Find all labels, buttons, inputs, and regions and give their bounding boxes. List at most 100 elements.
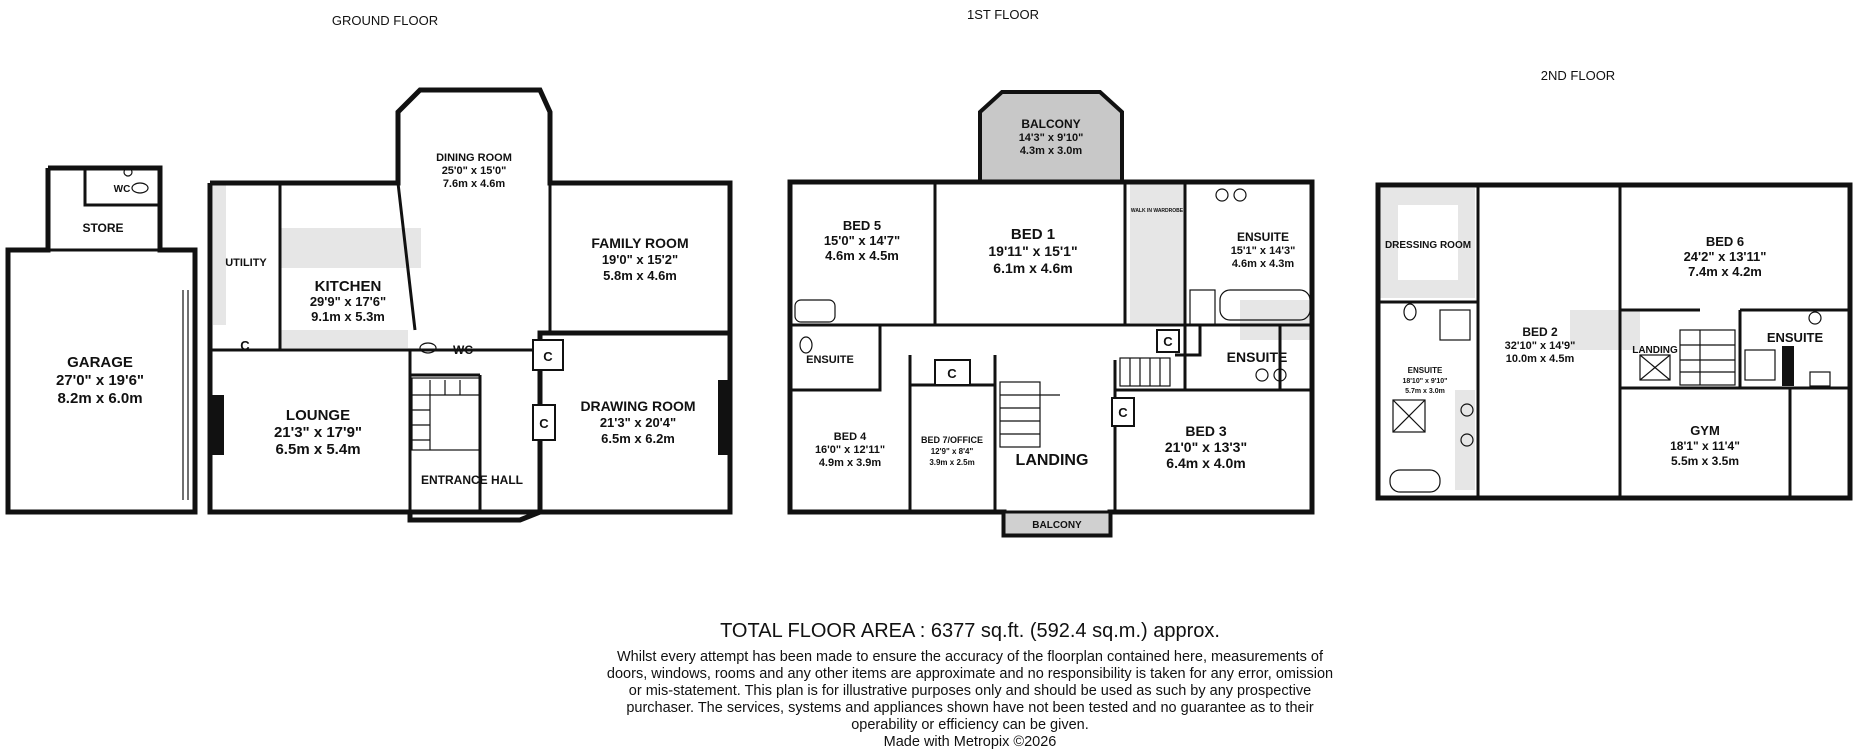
room-drawing-name: DRAWING ROOM [580,398,695,414]
room-bed2-metric: 10.0m x 4.5m [1506,353,1575,365]
room-garage-imperial: 27'0" x 19'6" [56,372,144,389]
room-family-imperial: 19'0" x 15'2" [602,252,678,267]
ensuite1-basin-icon [1215,188,1229,202]
store-wc-basin [123,167,133,177]
store-walls [48,168,160,252]
ensuite-shower-icon [1744,349,1776,381]
room-ensuite1-imperial: 15'1" x 14'3" [1231,245,1296,257]
room-dressing-name: DRESSING ROOM [1385,240,1471,251]
cupboard-label: C [1163,334,1173,349]
landing-stairs [999,381,1060,448]
room-kitchen-name: KITCHEN [315,278,382,295]
room-bed3-imperial: 21'0" x 13'3" [1165,439,1247,455]
ensuite3-basin-icon [1273,368,1287,382]
room-hall-name: ENTRANCE HALL [421,473,523,487]
room-walkin-name: WALK IN WARDROBE [1131,208,1184,214]
room-kitchen-metric: 9.1m x 5.3m [311,309,385,324]
ensuite-b2-toilet-icon [1403,303,1417,321]
bed3-stairs [1119,357,1171,387]
store-wc-toilet [131,182,149,194]
utility-worktop [213,185,226,325]
room-store-wc-name: WC [114,184,131,195]
room-dining-metric: 7.6m x 4.6m [443,178,506,190]
ensuite1-bath-icon [1219,289,1311,321]
room-ensuite-b5-name: ENSUITE [806,354,854,366]
cupboard-label: C [1118,405,1128,420]
room-bed5-metric: 4.6m x 4.5m [825,248,899,263]
room-bed1-metric: 6.1m x 4.6m [993,260,1072,276]
room-gym-metric: 5.5m x 3.5m [1671,454,1739,468]
second-floor-plan: 2ND FLOOR DRESSING ROOM [1375,68,1853,501]
landing-shower-icon [1639,354,1671,381]
cupboard-label: C [539,416,549,431]
cupboard-ground-1 [532,339,564,371]
room-lounge-metric: 6.5m x 5.4m [275,441,360,458]
room-lounge-name: LOUNGE [286,407,350,424]
room-bed1-name: BED 1 [1011,226,1055,243]
room-bed7-name: BED 7/OFFICE [921,435,983,445]
ensuite-dark-unit [1782,346,1794,386]
room-family-metric: 5.8m x 4.6m [603,268,677,283]
ensuite-b2-shower2-icon [1439,309,1471,341]
room-garage-metric: 8.2m x 6.0m [57,390,142,407]
total-floor-area: TOTAL FLOOR AREA : 6377 sq.ft. (592.4 sq… [720,620,1220,642]
ensuite-b2-counter [1455,390,1475,490]
room-balcony-top-metric: 4.3m x 3.0m [1020,145,1083,157]
ensuite-toilet-icon [1808,311,1822,325]
ensuite-b2-basin-icon [1460,403,1474,417]
metropix-credit: Made with Metropix ©2026 [883,734,1057,750]
cupboard-first-3 [1156,329,1180,353]
room-gym-name: GYM [1690,423,1720,438]
cupboard-label: C [240,338,250,353]
room-ensuite1-metric: 4.6m x 4.3m [1232,258,1295,270]
room-bed7-metric: 3.9m x 2.5m [929,458,974,467]
room-bed5-imperial: 15'0" x 14'7" [824,233,900,248]
garage-side-window [182,290,189,500]
room-kitchen-imperial: 29'9" x 17'6" [310,294,386,309]
room-landing-name: LANDING [1016,452,1089,469]
first-floor-plan: 1ST FLOOR [787,7,1315,538]
room-balcony-bottom-name: BALCONY [1032,520,1082,531]
room-lounge-imperial: 21'3" x 17'9" [274,424,362,441]
second-inner-walls [1378,185,1850,498]
room-ensuite-b2-metric: 5.7m x 3.0m [1405,388,1445,395]
room-bed1-imperial: 19'11" x 15'1" [988,243,1077,259]
ensuite1-shower-icon [1189,289,1216,326]
room-bed6-imperial: 24'2" x 13'11" [1684,249,1767,264]
ensuite3-basin-icon [1255,368,1269,382]
cupboard-label: C [947,366,957,381]
room-drawing-metric: 6.5m x 6.2m [601,431,675,446]
room-ensuite3-name: ENSUITE [1227,349,1288,365]
room-wc-name: WC [453,343,473,357]
first-floor-title: 1ST FLOOR [967,7,1039,22]
second-floor-title: 2ND FLOOR [1541,68,1615,83]
lounge-fireplace [212,395,224,455]
floorplan-footer: TOTAL FLOOR AREA : 6377 sq.ft. (592.4 sq… [600,620,1340,750]
room-store-name: STORE [82,221,123,235]
drawing-room-fireplace [718,380,730,455]
room-bed4-imperial: 16'0" x 12'11" [815,444,885,456]
ensuite1-basin-icon [1233,188,1247,202]
walk-in-wardrobe-area [1130,183,1185,323]
kitchen-worktop [281,330,408,348]
ensuite-b5-toilet-icon [799,336,813,354]
cupboard-first-1 [934,359,971,386]
room-balcony-top-imperial: 14'3" x 9'10" [1019,132,1084,144]
room-bed4-name: BED 4 [834,431,867,443]
ground-floor-title: GROUND FLOOR [332,13,438,28]
room-bed2-imperial: 32'10" x 14'9" [1505,340,1576,352]
ground-floor-plan: GROUND FLOOR C [5,13,733,523]
room-ensuite2-name: ENSUITE [1767,330,1824,345]
room-bed4-metric: 4.9m x 3.9m [819,457,882,469]
ensuite-basin-icon [1809,371,1831,387]
cupboard-label: C [543,349,553,364]
room-utility-name: UTILITY [225,257,267,269]
kitchen-island [281,228,421,268]
room-bed7-imperial: 12'9" x 8'4" [931,447,974,456]
dressing-room-inner [1398,205,1458,280]
ensuite-b2-basin-icon [1460,433,1474,447]
cupboard-first-2 [1111,397,1135,427]
garage-walls [5,165,198,515]
balcony-bottom-area [1002,510,1112,537]
